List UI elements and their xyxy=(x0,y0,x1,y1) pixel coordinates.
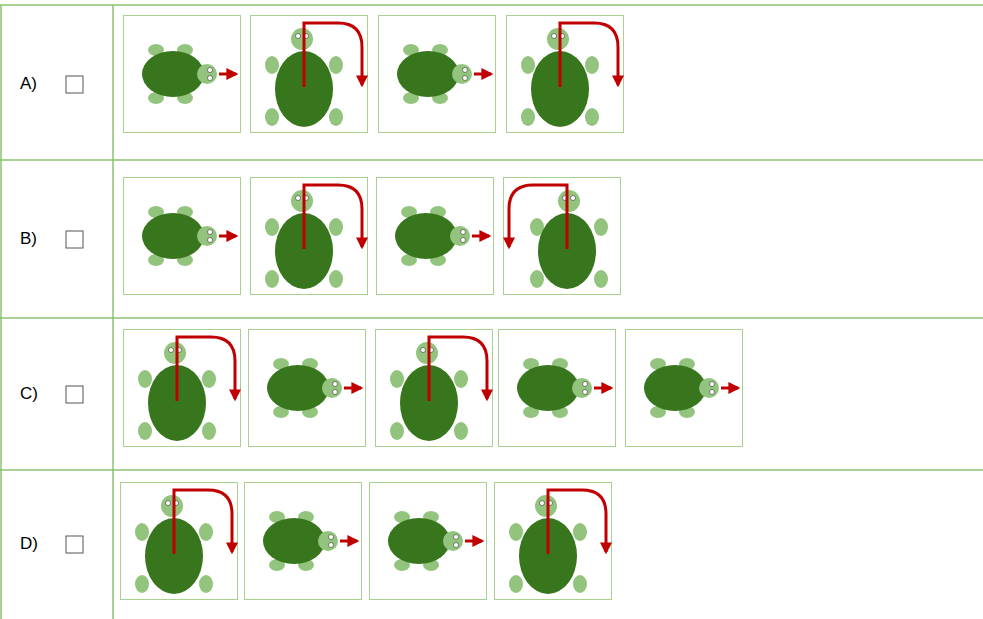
turtle-turn-right xyxy=(495,483,612,600)
turtle-forward xyxy=(499,330,616,447)
option-letter: B) xyxy=(20,229,37,249)
option-letter: A) xyxy=(20,74,37,94)
turtle-forward xyxy=(249,330,366,447)
checkboxes xyxy=(66,76,83,553)
checkbox xyxy=(66,76,83,93)
turtle-turn-right xyxy=(124,330,241,447)
turtle-forward xyxy=(124,16,241,133)
checkbox xyxy=(66,386,83,403)
turtle-forward xyxy=(379,16,496,133)
turtle-turn-right xyxy=(251,178,368,295)
turtle-forward xyxy=(245,483,362,600)
turtle-turn-right xyxy=(507,16,624,133)
turtle-forward xyxy=(124,178,241,295)
table-grid xyxy=(0,5,983,619)
turtle-forward xyxy=(370,483,487,600)
turtle-turn-right xyxy=(251,16,368,133)
turtle-turn-left xyxy=(504,178,621,295)
checkbox xyxy=(66,231,83,248)
checkbox xyxy=(66,536,83,553)
turtle-turn-right xyxy=(376,330,493,447)
turtle-forward xyxy=(626,330,743,447)
option-letter: D) xyxy=(20,534,38,554)
option-letter: C) xyxy=(20,384,38,404)
turtle-turn-right xyxy=(121,483,238,600)
turtle-tiles xyxy=(121,16,743,600)
turtle-forward xyxy=(377,178,494,295)
